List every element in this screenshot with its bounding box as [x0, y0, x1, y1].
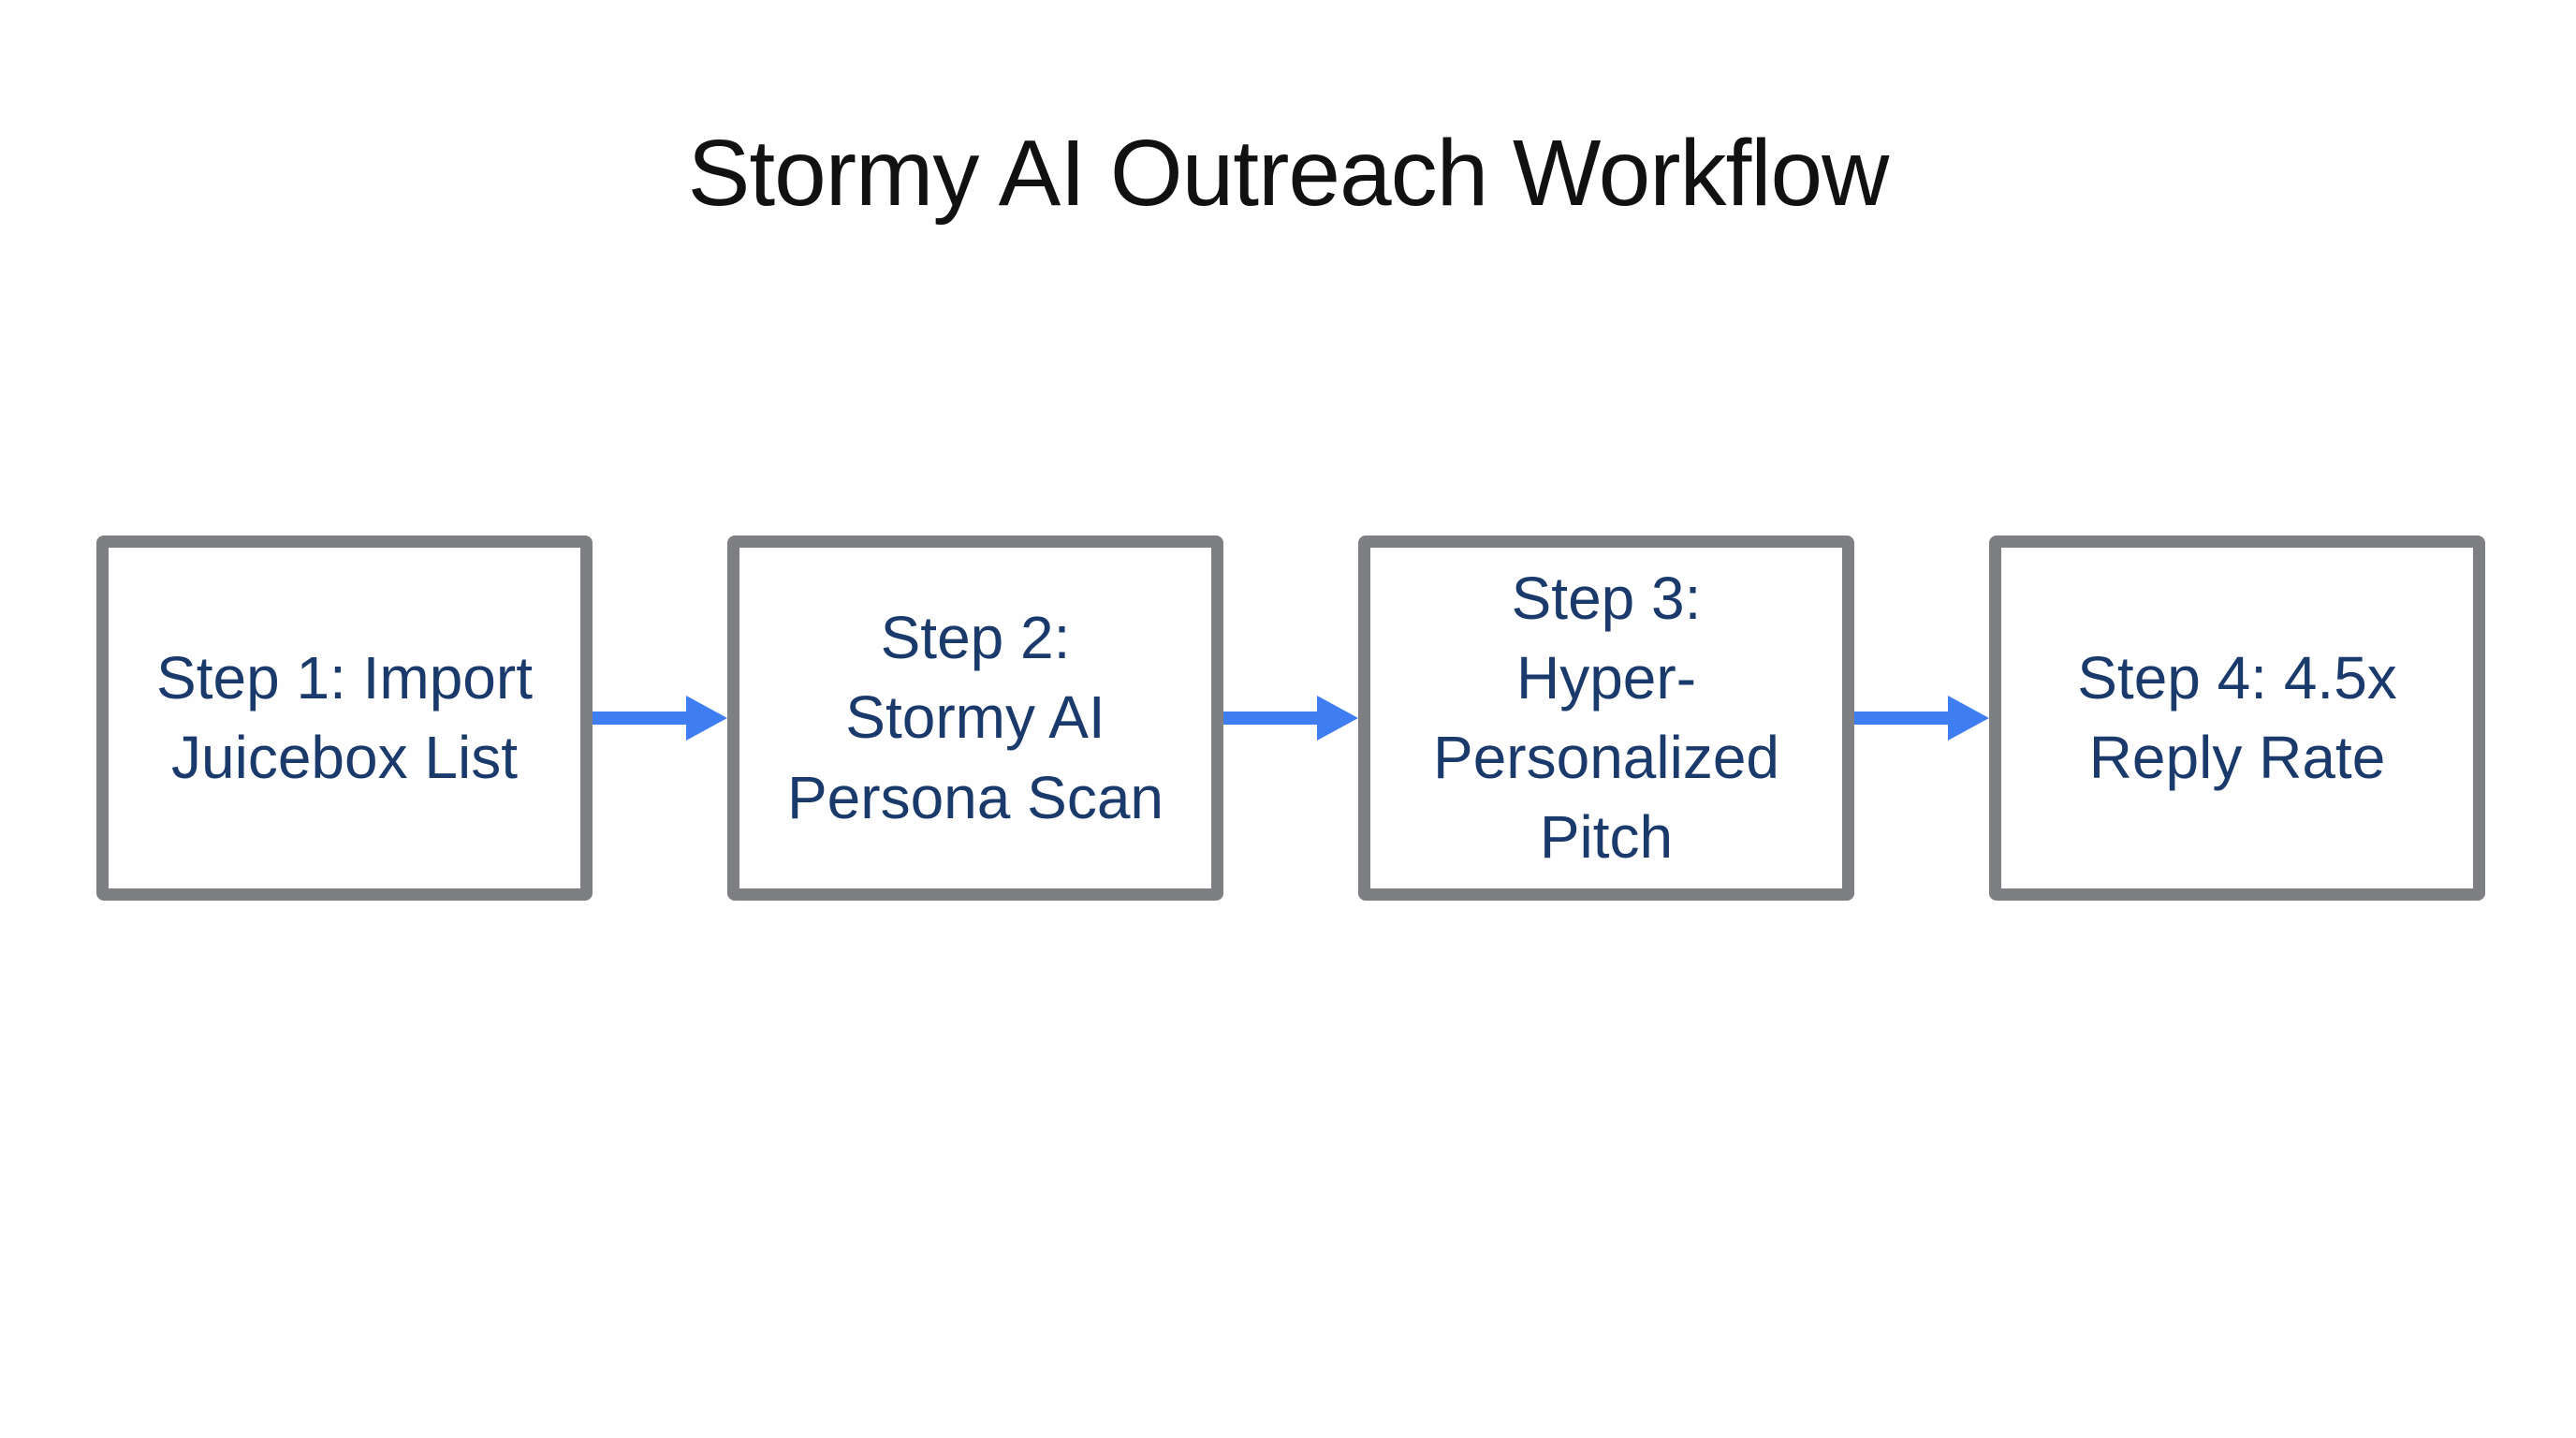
- step-3-label: Step 3: Hyper- Personalized Pitch: [1433, 564, 1779, 872]
- workflow-flow-row: Step 1: Import Juicebox List Step 2: Sto…: [96, 536, 2485, 901]
- arrow-head: [1948, 696, 1989, 741]
- step-box-4: Step 4: 4.5x Reply Rate: [1989, 536, 2485, 901]
- diagram-title: Stormy AI Outreach Workflow: [687, 121, 1890, 226]
- step-box-2: Step 2: Stormy AI Persona Scan: [727, 536, 1223, 901]
- arrow-shaft: [1223, 712, 1321, 725]
- step-box-3: Step 3: Hyper- Personalized Pitch: [1358, 536, 1854, 901]
- step-1-label: Step 1: Import Juicebox List: [156, 643, 533, 791]
- right-arrow-icon-3: [1854, 696, 1989, 741]
- right-arrow-icon-2: [1223, 696, 1358, 741]
- arrow-shaft: [1854, 712, 1952, 725]
- arrow-head: [686, 696, 727, 741]
- step-4-label: Step 4: 4.5x Reply Rate: [2077, 643, 2397, 791]
- step-2-label: Step 2: Stormy AI Persona Scan: [786, 604, 1164, 831]
- arrow-head: [1317, 696, 1358, 741]
- arrow-shaft: [593, 712, 690, 725]
- step-box-1: Step 1: Import Juicebox List: [96, 536, 593, 901]
- right-arrow-icon-1: [593, 696, 727, 741]
